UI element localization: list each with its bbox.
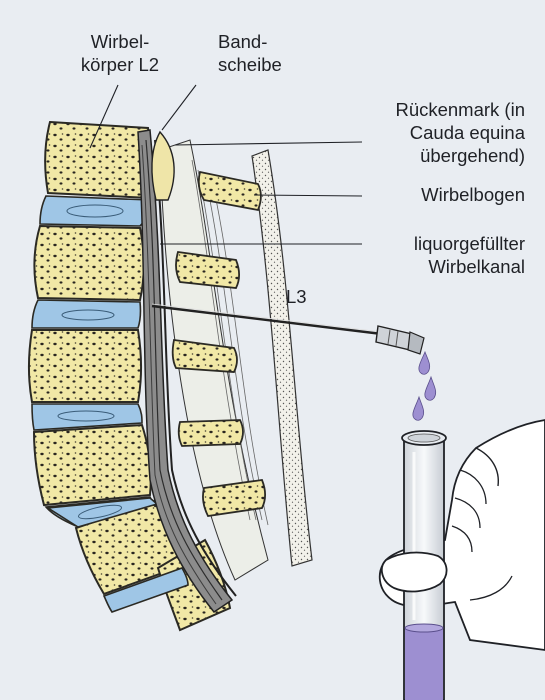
- disc-l3-l4: [31, 403, 143, 431]
- label-bandscheibe: Band- scheibe: [218, 31, 282, 75]
- label-level-l3: L3: [286, 286, 307, 307]
- vertebral-arches: [171, 170, 266, 517]
- thumb: [380, 551, 448, 593]
- arch-l4: [177, 419, 244, 447]
- spinal-cord: [151, 130, 175, 201]
- intervertebral-discs: [31, 195, 189, 613]
- vertebra-l1: [44, 120, 153, 200]
- vertebra-l4: [32, 423, 152, 507]
- label-wirbelkanal: liquorgefüllter Wirbelkanal: [413, 233, 525, 277]
- vertebra-l3: [28, 329, 142, 403]
- arch-l2: [175, 251, 240, 289]
- arch-l3: [171, 338, 238, 373]
- arch-l5: [202, 479, 266, 517]
- label-rueckenmark: Rückenmark (in Cauda equina übergehend): [395, 99, 525, 166]
- disc-l5-s1: [102, 567, 189, 613]
- label-wirbelbogen: Wirbelbogen: [421, 184, 525, 205]
- spinal-canal: [137, 129, 237, 614]
- needle-icon: [151, 303, 425, 355]
- skin-layer: [251, 149, 313, 567]
- liquor-drop-icon: [412, 350, 437, 421]
- disc-l2-l3: [31, 299, 142, 329]
- label-wirbelkoerper: Wirbel- körper L2: [80, 31, 160, 75]
- collected-liquor: [405, 628, 443, 700]
- vertebra-l2: [33, 224, 145, 302]
- disc-l1-l2: [39, 195, 151, 227]
- arch-l1: [197, 170, 262, 212]
- leader-lines: [89, 84, 363, 245]
